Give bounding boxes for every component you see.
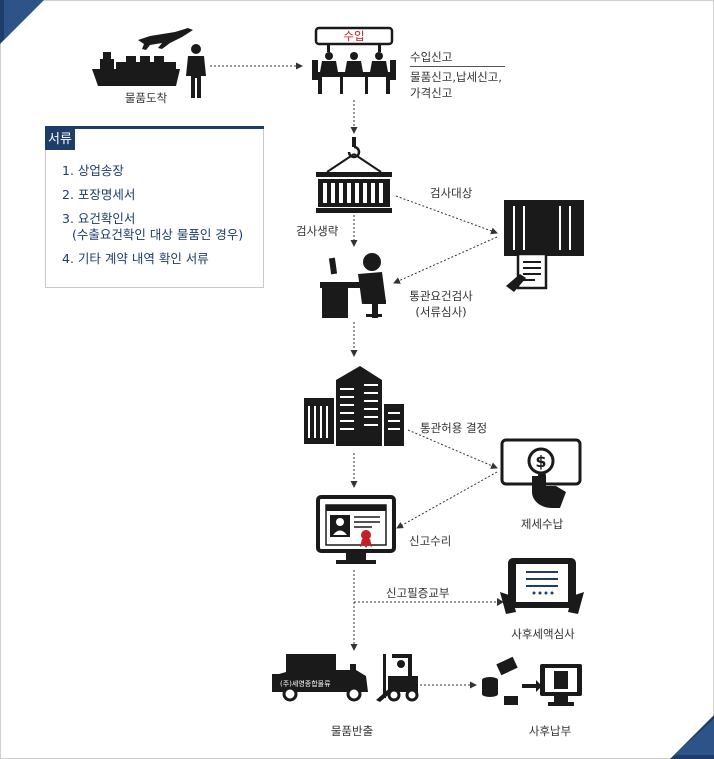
tax-payment-label: 제세수납: [520, 517, 564, 531]
arrow-inspection-to-desk: [393, 236, 498, 284]
post-payment-icon: [482, 656, 582, 706]
crane-container-icon: [316, 137, 392, 213]
documents-list: 1. 상업송장 2. 포장명세서 3. 요건확인서(수출요건확인 대상 물품인 …: [62, 163, 243, 275]
inspection-skip-label: 검사생략: [296, 224, 339, 238]
arrow-payment-to-monitor: [396, 471, 498, 529]
clearance-decision-label: 통관허용 결정: [420, 421, 488, 435]
documents-panel: 서류 1. 상업송장 2. 포장명세서 3. 요건확인서(수출요건확인 대상 물…: [45, 126, 264, 288]
import-declaration-details-1: 물품신고,납세신고,: [410, 70, 502, 84]
truck-lettering: (주)세영종합물류: [280, 680, 331, 688]
import-declaration-details-2: 가격신고: [410, 86, 453, 100]
arrow-container-to-inspection: [395, 195, 498, 235]
post-audit-label: 사후세액심사: [511, 627, 575, 641]
svg-text:$: $: [535, 452, 546, 471]
post-audit-tablet-icon: [500, 558, 584, 614]
documents-item: 4. 기타 계약 내역 확인 서류: [62, 251, 209, 266]
import-declaration-title: 수입신고: [410, 50, 453, 64]
goods-arrival-icon: [92, 28, 206, 98]
documents-item: 2. 포장명세서: [62, 187, 136, 202]
office-building-icon: [304, 366, 404, 446]
goods-arrival-label: 물품도착: [124, 91, 168, 105]
documents-item: 1. 상업송장: [62, 163, 124, 178]
goods-release-icon: [272, 654, 419, 702]
documents-title: 서류: [45, 129, 75, 150]
import-meeting-icon: [312, 26, 396, 94]
arrow-building-to-payment: [407, 429, 498, 469]
inspection-target-label: 검사대상: [430, 186, 473, 200]
import-label: 수입: [343, 29, 365, 43]
bottom-right-corner-decoration: [670, 715, 714, 759]
tax-payment-icon: $: [500, 438, 582, 508]
documents-item: 3. 요건확인서(수출요건확인 대상 물품인 경우): [62, 211, 244, 242]
documents-panel-topbar: [45, 126, 264, 129]
declaration-acceptance-label: 신고수리: [409, 534, 452, 548]
customs-requirement-label-1: 통관요건검사: [409, 289, 473, 303]
import-declaration-divider: [410, 66, 505, 67]
post-payment-label: 사후납부: [528, 724, 572, 738]
inspection-container-icon: [504, 200, 584, 292]
certificate-issuance-label: 신고필증교부: [386, 586, 450, 600]
acceptance-monitor-icon: [316, 495, 396, 564]
top-left-corner-decoration: [0, 0, 44, 44]
customs-requirement-label-2: (서류심사): [415, 305, 467, 319]
desk-worker-icon: [320, 253, 386, 318]
goods-release-label: 물품반출: [330, 724, 374, 738]
